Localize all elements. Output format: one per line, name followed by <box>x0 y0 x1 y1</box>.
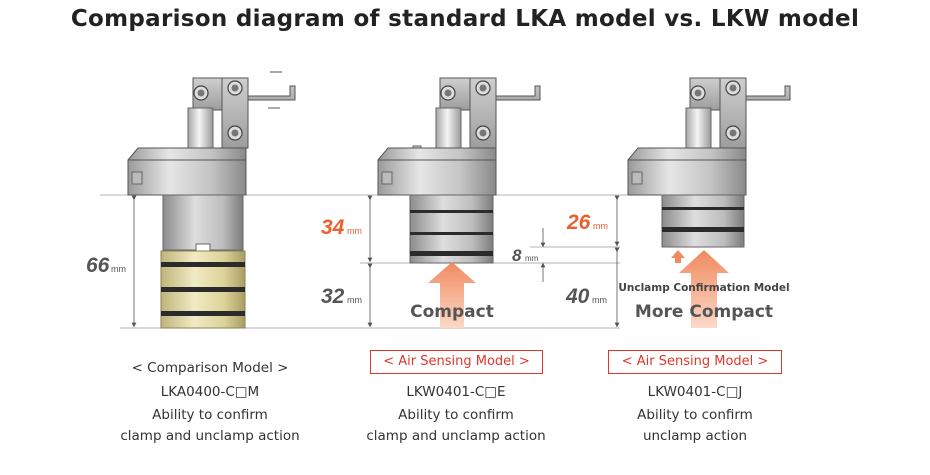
air-sensing-model-tag-j: < Air Sensing Model > <box>608 350 782 374</box>
unclamp-confirmation-label: Unclamp Confirmation Model <box>618 282 789 294</box>
dim-8-unit: mm <box>525 254 539 263</box>
dim-26-value: 26 <box>566 211 591 234</box>
dim-34-unit: mm <box>347 226 362 236</box>
air-sensing-model-tag-e: < Air Sensing Model > <box>370 350 543 374</box>
dim-34-value: 34 <box>321 216 345 239</box>
more-compact-arrow <box>671 250 729 328</box>
model-code-lkw-e: LKW0401-C□E <box>406 384 506 400</box>
lka-clamp-unit <box>127 71 296 329</box>
clamp-arm <box>192 71 296 149</box>
model-desc-line1-lkw-j: Ability to confirm <box>637 407 753 423</box>
dim-40-unit: mm <box>592 295 607 305</box>
model-code-lkw-j: LKW0401-C□J <box>647 384 743 400</box>
model-desc-line2-lkw-j: unclamp action <box>642 428 748 444</box>
model-desc-line2-lkw-e: clamp and unclamp action <box>366 428 546 444</box>
more-compact-label: More Compact <box>635 302 773 322</box>
lkw-j-clamp-unit <box>627 77 791 248</box>
compact-arrow <box>428 262 476 328</box>
model-desc-line1-lkw-e: Ability to confirm <box>398 407 514 423</box>
model-desc-line1-lka: Ability to confirm <box>152 407 268 423</box>
clamp-arm <box>689 77 791 149</box>
dim-66-unit: mm <box>111 264 126 274</box>
clamp-arm <box>439 77 541 149</box>
model-code-lka: LKA0400-C□M <box>160 384 260 400</box>
comparison-model-tag: < Comparison Model > <box>131 360 289 376</box>
dim-26-unit: mm <box>593 221 608 231</box>
dim-8-value: 8 <box>512 246 522 265</box>
model-desc-line2-lka: clamp and unclamp action <box>120 428 300 444</box>
dimension-lines <box>131 195 620 328</box>
dim-66-value: 66 <box>86 254 110 277</box>
dim-32-value: 32 <box>321 285 345 308</box>
lkw-e-clamp-unit <box>377 77 541 264</box>
compact-label: Compact <box>410 302 494 322</box>
diagram-title: Comparison diagram of standard LKA model… <box>70 6 860 32</box>
dim-40-value: 40 <box>565 285 590 308</box>
dim-32-unit: mm <box>347 295 362 305</box>
